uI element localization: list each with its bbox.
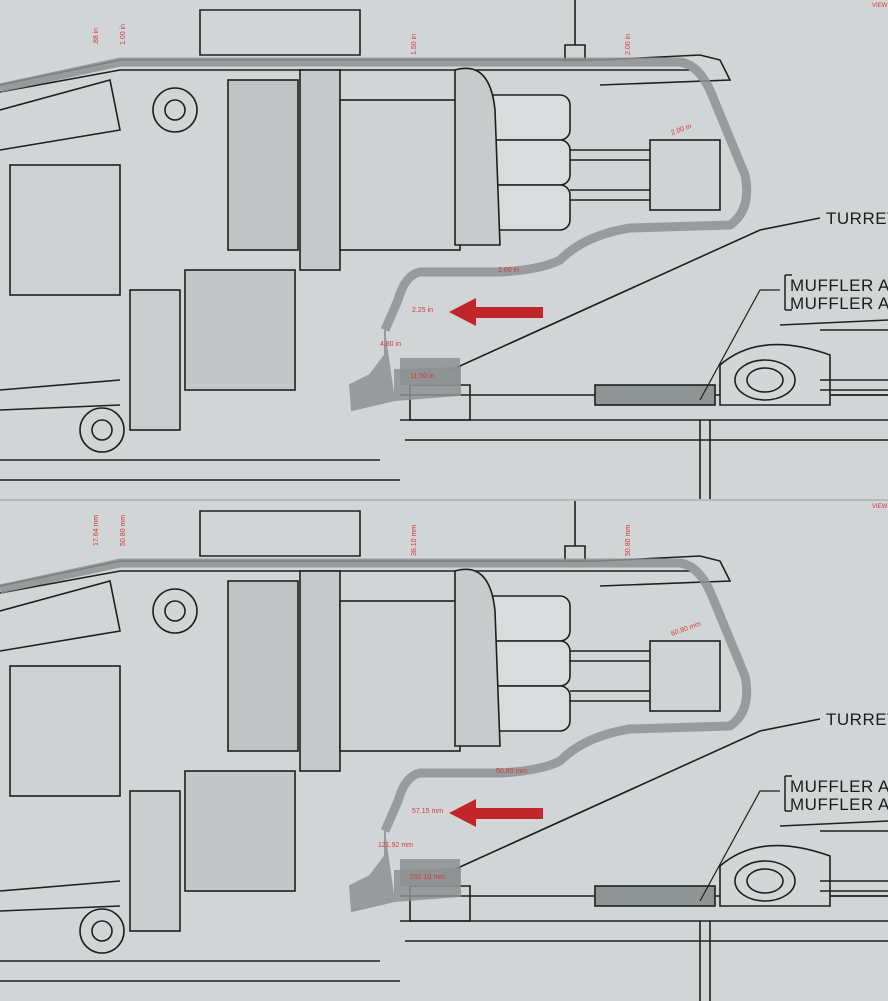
dimension-label-200b: 2.00 in — [670, 123, 692, 137]
mechanical-linework — [0, 0, 888, 500]
dimension-label-150: 1.50 in — [411, 34, 418, 55]
dimension-label-225: 2.25 in — [412, 307, 433, 314]
dimension-label-200c: 2.00 in — [498, 267, 519, 274]
muffler-label-1: MUFFLER A — [790, 276, 888, 295]
turret-label: TURRET — [826, 710, 888, 729]
muffler-label-2: MUFFLER A — [790, 795, 888, 814]
turret-outline-overlay — [0, 558, 752, 833]
dimension-label-100: 50.80 mm — [120, 515, 127, 546]
mechanical-linework — [0, 501, 888, 1001]
dimension-label-150: 38.10 mm — [411, 525, 418, 556]
bracket-overlay — [400, 358, 460, 385]
dimension-label-1150: 11.50 in — [410, 373, 434, 380]
panel-divider — [0, 499, 888, 501]
engraving-inches: TURRET MUFFLER A MUFFLER A VIEW .88 in 1… — [0, 0, 888, 500]
dimension-label-480: 121.92 mm — [378, 842, 413, 849]
dimension-label-1150: 292.10 mm — [410, 874, 445, 881]
diagram-panel-millimeters: TURRET MUFFLER A MUFFLER A VIEW 17.64 mm… — [0, 501, 888, 1001]
dimension-label-225: 57.15 mm — [412, 808, 443, 815]
muffler-label-1: MUFFLER A — [790, 777, 888, 796]
dimension-label-88: .88 in — [93, 28, 100, 45]
view-label: VIEW — [872, 3, 888, 9]
view-label: VIEW — [872, 504, 888, 510]
dimension-label-200a: 2.00 in — [625, 34, 632, 55]
turret-label: TURRET — [826, 209, 888, 228]
dimension-label-200b: 60.80 mm — [670, 621, 702, 638]
dimension-label-200c: 50.80 mm — [496, 768, 527, 775]
dimension-label-200a: 50.80 mm — [625, 525, 632, 556]
bracket-overlay — [400, 859, 460, 886]
turret-outline-overlay — [0, 57, 752, 332]
muffler-label-2: MUFFLER A — [790, 294, 888, 313]
engraving-millimeters: TURRET MUFFLER A MUFFLER A VIEW 17.64 mm… — [0, 501, 888, 1001]
dimension-label-100: 1.00 in — [120, 24, 127, 45]
diagram-panel-inches: TURRET MUFFLER A MUFFLER A VIEW .88 in 1… — [0, 0, 888, 500]
dimension-label-480: 4.80 in — [380, 341, 401, 348]
red-arrow — [449, 799, 543, 827]
dimension-label-88: 17.64 mm — [93, 515, 100, 546]
red-arrow — [449, 298, 543, 326]
